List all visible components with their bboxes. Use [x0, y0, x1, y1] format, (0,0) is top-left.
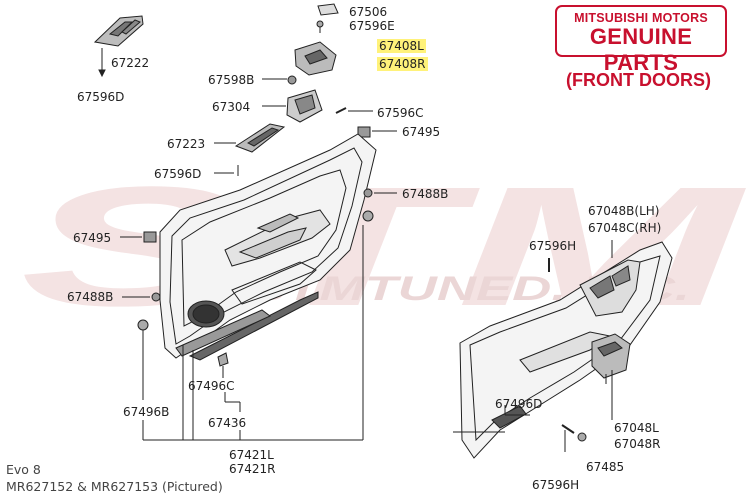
clip-67495-top — [357, 126, 397, 138]
label-67488b-right: 67488B — [402, 187, 449, 201]
label-67223: 67223 — [167, 137, 206, 151]
label-67048r: 67048R — [614, 437, 661, 451]
label-67496b: 67496B — [123, 405, 170, 419]
pocket-67048 — [591, 333, 631, 420]
screw-67596d-mid — [214, 165, 239, 176]
label-67596h-top: 67596H — [529, 239, 577, 253]
bracket-67304 — [262, 89, 323, 123]
switch-panel-67222 — [93, 15, 144, 78]
footer-parts: MR627152 & MR627153 (Pictured) — [6, 479, 223, 494]
left-brackets — [142, 225, 364, 441]
clip-67495-left — [120, 231, 157, 243]
door-trim-panel — [159, 133, 377, 361]
label-67222: 67222 — [111, 56, 150, 70]
clip-right-side — [362, 210, 374, 222]
label-67408l: 67408L — [377, 39, 426, 53]
label-67596h-bottom: 67596H — [532, 478, 580, 492]
label-67496c: 67496C — [188, 379, 235, 393]
front-doors-subtitle: (FRONT DOORS) — [566, 70, 711, 90]
badge-title: GENUINE PARTS — [589, 24, 693, 75]
label-67596d-top: 67596D — [77, 90, 125, 104]
label-67436: 67436 — [208, 416, 247, 430]
label-67408r: 67408R — [377, 57, 428, 71]
label-67048b: 67048B(LH) — [588, 204, 660, 218]
label-67485: 67485 — [586, 460, 625, 474]
screw-67596c — [335, 107, 373, 114]
label-67304: 67304 — [212, 100, 251, 114]
door-trim-panel-rh — [459, 241, 673, 459]
label-67598b: 67598B — [208, 73, 255, 87]
label-67421l: 67421L — [229, 448, 274, 462]
label-67596d-mid: 67596D — [154, 167, 202, 181]
clip-67598b — [262, 75, 297, 85]
genuine-parts-badge: MITSUBISHI MOTORS GENUINE PARTS — [555, 5, 727, 75]
label-67495-top: 67495 — [402, 125, 441, 139]
clip-67496b — [137, 319, 149, 400]
label-67421r: 67421R — [229, 462, 276, 476]
screw-67596h-bottom — [561, 424, 587, 452]
clip-67496c — [217, 352, 229, 378]
clip-67488b-right — [363, 188, 397, 198]
switch-67223 — [214, 123, 286, 153]
handle-cup-67408 — [294, 41, 337, 76]
label-67496d: 67496D — [495, 397, 543, 411]
screw-67596e — [316, 20, 324, 33]
label-67596e: 67596E — [349, 19, 395, 33]
badge-brand: MITSUBISHI MOTORS — [574, 11, 708, 25]
part-67506 — [317, 3, 339, 16]
label-67495-left: 67495 — [73, 231, 112, 245]
label-67596c: 67596C — [377, 106, 424, 120]
label-67048l: 67048L — [614, 421, 659, 435]
clip-67488b-left — [122, 292, 161, 302]
label-67488b-left: 67488B — [67, 290, 114, 304]
right-brackets — [453, 240, 613, 433]
label-67506: 67506 — [349, 5, 388, 19]
label-67048c: 67048C(RH) — [588, 221, 662, 235]
footer-model: Evo 8 — [6, 462, 41, 477]
